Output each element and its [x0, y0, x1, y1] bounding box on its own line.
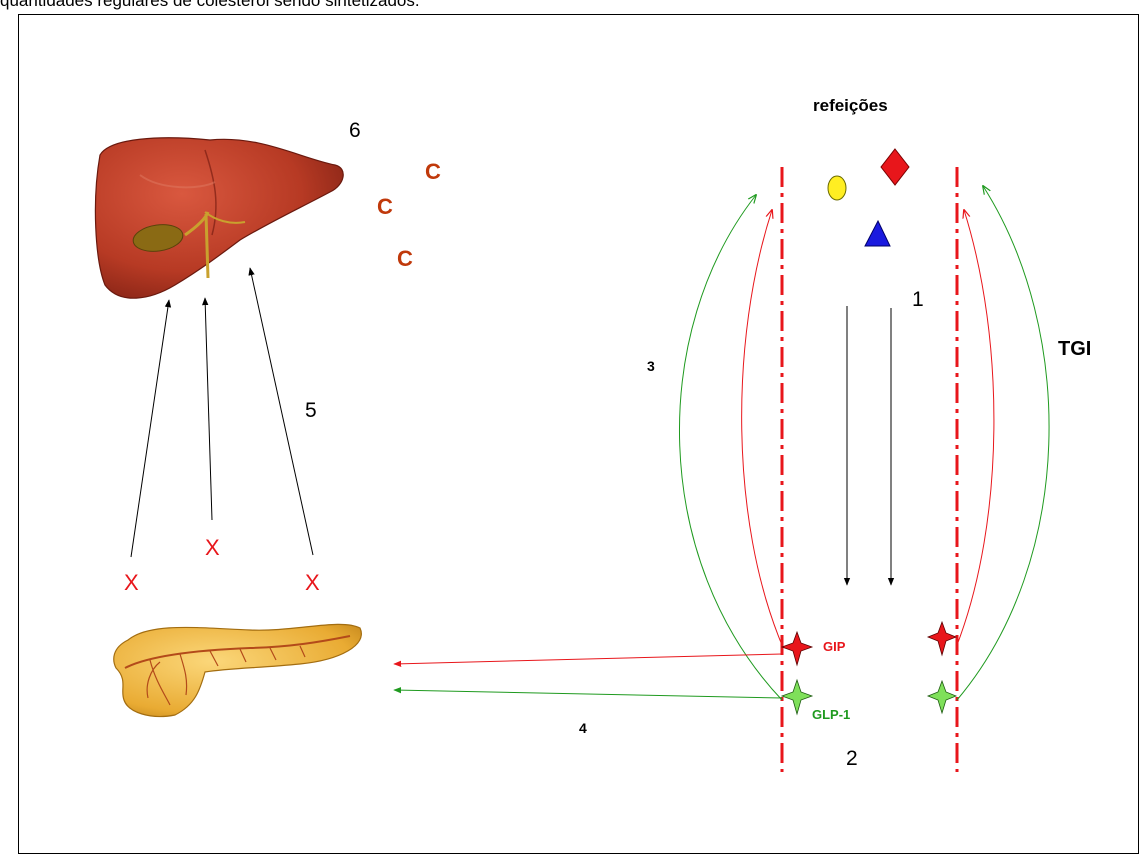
step-4-label: 4	[579, 721, 587, 735]
gip-to-pancreas-arrow	[394, 654, 782, 664]
step-6-label: 6	[349, 120, 361, 141]
liver-illustration	[95, 138, 343, 298]
gi-tract-label: TGI	[1058, 339, 1091, 359]
cholesterol-mark-2: C	[377, 196, 393, 218]
x-to-liver-arrows	[131, 268, 313, 557]
oval-food-icon	[828, 176, 846, 200]
triangle-food-icon	[865, 221, 890, 246]
cholesterol-mark-3: C	[397, 248, 413, 270]
step-5-label: 5	[305, 400, 317, 421]
glp1-to-pancreas-arrow	[394, 690, 782, 698]
diamond-food-icon	[881, 149, 909, 185]
x-mark-left: X	[124, 572, 139, 594]
x-mark-middle: X	[205, 537, 220, 559]
pancreas-illustration	[114, 624, 362, 716]
glp1-label: GLP-1	[812, 708, 850, 721]
transit-arrows	[847, 306, 891, 585]
x-mark-right: X	[305, 572, 320, 594]
glp1-star-icon	[782, 680, 956, 714]
gip-label: GIP	[823, 640, 845, 653]
meals-label: refeições	[813, 97, 888, 114]
cholesterol-mark-1: C	[425, 161, 441, 183]
step-3-label: 3	[647, 359, 655, 373]
gi-tract-walls	[782, 167, 957, 772]
step-2-label: 2	[846, 748, 858, 769]
gip-star-icon	[782, 622, 956, 665]
step-1-label: 1	[912, 289, 924, 310]
